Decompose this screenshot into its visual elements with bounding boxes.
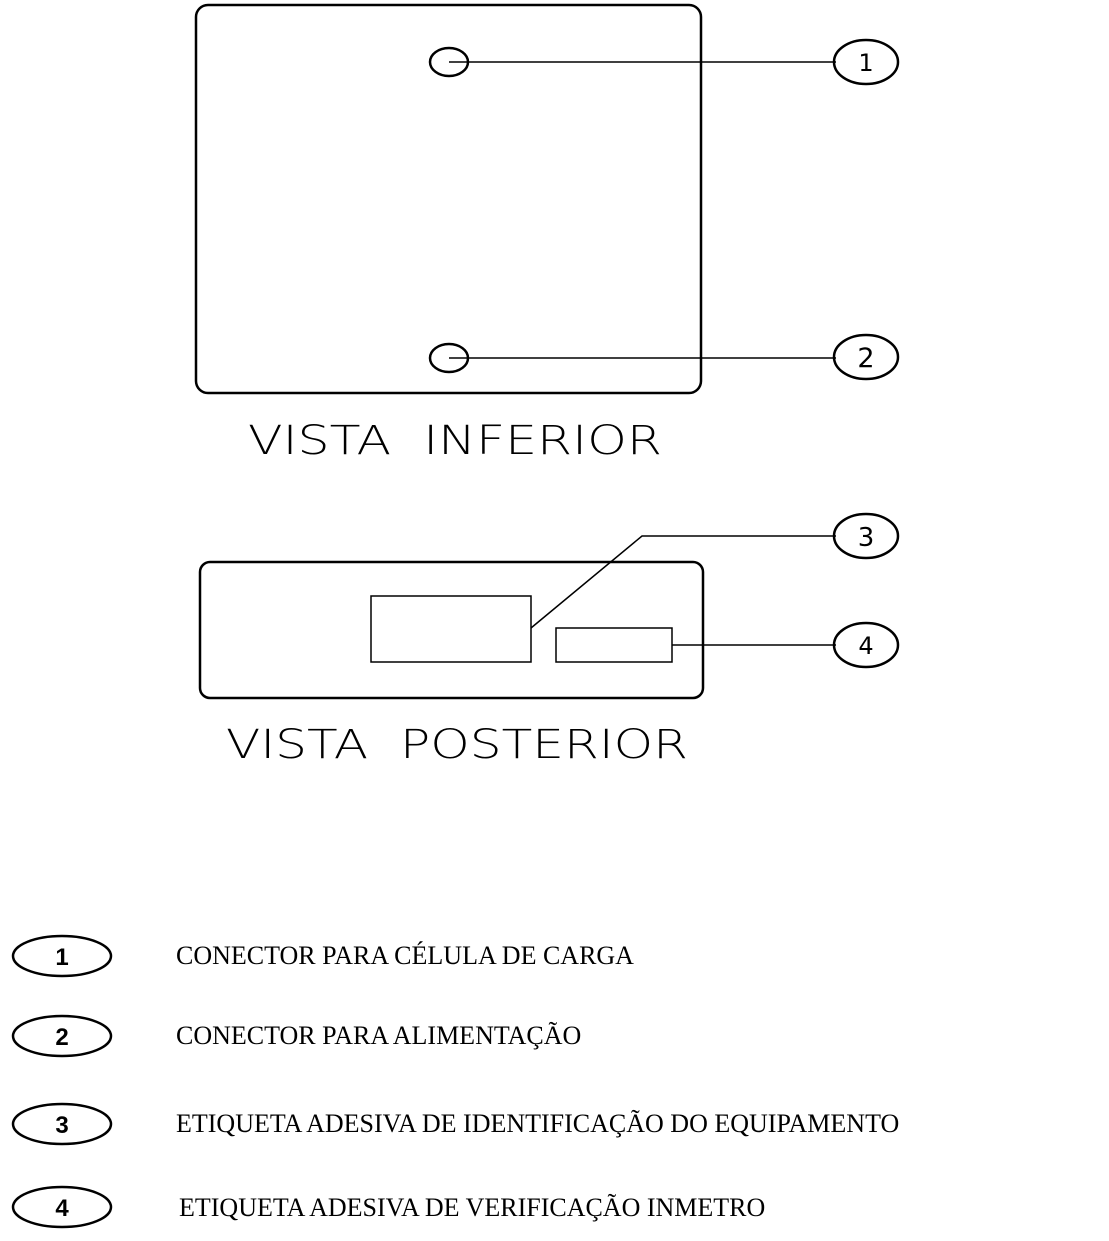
bottom-view-outline xyxy=(194,3,703,395)
legend-text-3: ETIQUETA ADESIVA DE IDENTIFICAÇÃO DO EQU… xyxy=(176,1109,900,1138)
callout-bubble-3 xyxy=(832,512,900,560)
legend-number-3: 3 xyxy=(55,1112,68,1139)
identification-label-area xyxy=(370,595,532,663)
callout-bubble-2 xyxy=(832,333,900,381)
rear-view-outline xyxy=(198,560,705,700)
legend-text-1: CONECTOR PARA CÉLULA DE CARGA xyxy=(176,941,634,970)
inmetro-label-area xyxy=(555,627,673,663)
bottom-view-title: VISTA INFERIOR xyxy=(248,418,662,464)
legend-bubble-3 xyxy=(11,1102,113,1146)
callout-number-4: 4 xyxy=(858,632,873,660)
legend-bubble-2 xyxy=(11,1014,113,1058)
callout-number-2: 2 xyxy=(857,343,874,374)
legend-number-2: 2 xyxy=(55,1024,68,1051)
legend-bubble-1 xyxy=(11,934,113,978)
callout-bubble-1 xyxy=(832,38,900,86)
legend-bubbles: 1 2 3 4 xyxy=(11,934,113,1229)
legend-number-4: 4 xyxy=(55,1195,69,1222)
callout-number-3: 3 xyxy=(858,523,875,553)
bottom-view: 1 2 VISTA INFERIOR xyxy=(194,3,900,464)
legend-number-1: 1 xyxy=(55,944,68,971)
callout-bubble-4 xyxy=(832,621,900,669)
legend-text-4: ETIQUETA ADESIVA DE VERIFICAÇÃO INMETRO xyxy=(179,1193,766,1222)
rear-view: 3 4 VISTA POSTERIOR xyxy=(198,512,900,768)
callout-number-1: 1 xyxy=(858,49,873,77)
legend-bubble-4 xyxy=(11,1185,113,1229)
legend-text-2: CONECTOR PARA ALIMENTAÇÃO xyxy=(176,1021,582,1050)
rear-view-title: VISTA POSTERIOR xyxy=(226,722,688,768)
leader-line-3 xyxy=(530,535,836,629)
